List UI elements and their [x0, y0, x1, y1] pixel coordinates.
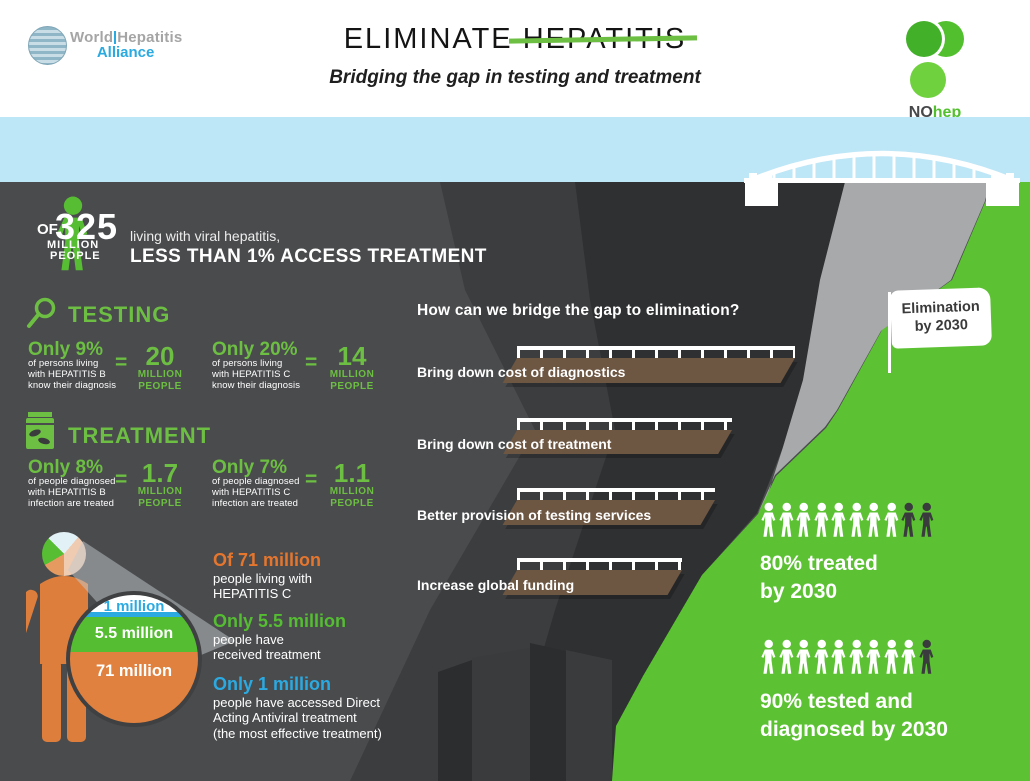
bridge-question: How can we bridge the gap to elimination… — [417, 302, 740, 319]
mini-pie-on-head — [42, 532, 86, 576]
plank-railing — [517, 418, 732, 430]
treatment-stat-desc: of people diagnosed with HEPATITIS C inf… — [212, 476, 300, 510]
treatment-heading: TREATMENT — [68, 423, 212, 448]
testing-stat-desc: of persons living with HEPATITIS C know … — [212, 358, 301, 392]
hero-people: PEOPLE — [50, 250, 101, 262]
plank-label: Better provision of testing services — [417, 507, 652, 523]
person-icon — [901, 502, 916, 537]
nohep-logo: NOhep — [896, 21, 974, 122]
person-icon — [848, 502, 863, 537]
pie-label-1m: 1 million — [103, 598, 165, 615]
hero-line2: LESS THAN 1% ACCESS TREATMENT — [130, 246, 487, 267]
tested-target-label: 90% tested and diagnosed by 2030 — [760, 690, 948, 741]
plank-label: Bring down cost of diagnostics — [417, 364, 626, 380]
equals-sign: = — [305, 351, 318, 374]
plank-railing — [517, 488, 715, 500]
rock-striation — [566, 650, 612, 781]
testing-stat-desc: of persons living with HEPATITIS B know … — [28, 358, 117, 392]
treatment-stat-value: 1.1 MILLION PEOPLE — [329, 458, 375, 509]
hepc-head-1m: Only 1 million — [213, 674, 332, 694]
plank-label: Bring down cost of treatment — [417, 436, 612, 452]
hepc-head-71m: Of 71 million — [213, 550, 322, 570]
plank-railing — [517, 346, 795, 358]
person-icon — [866, 502, 881, 537]
treated-target-label: 80% treated by 2030 — [760, 552, 878, 603]
nohep-wordmark: NOhep — [908, 104, 962, 121]
testing-stat-value: 20 MILLION PEOPLE — [137, 341, 183, 392]
sky-band — [0, 117, 1030, 182]
person-icon — [831, 502, 846, 537]
person-icon — [761, 502, 776, 537]
rock-striation — [438, 660, 472, 781]
hepc-body-5-5m: people have received treatment — [213, 632, 321, 663]
rock-striation — [472, 648, 530, 781]
hero-million: MILLION — [47, 239, 100, 251]
rock-striation — [530, 643, 566, 781]
person-icon — [918, 502, 933, 537]
page-subtitle: Bridging the gap in testing and treatmen… — [329, 67, 701, 88]
person-icon — [778, 639, 793, 674]
person-icon — [796, 639, 811, 674]
pie-label-71m: 71 million — [95, 662, 173, 680]
testing-stat-pct: Only 20% — [212, 339, 298, 360]
elimination-flag: Elimination by 2030 — [890, 287, 992, 349]
equals-sign: = — [115, 351, 128, 374]
person-icon — [813, 502, 828, 537]
person-icon — [883, 639, 898, 674]
flag-pole — [888, 292, 891, 373]
hero-line1: living with viral hepatitis, — [130, 228, 281, 244]
hepc-body-1m: people have accessed Direct Acting Antiv… — [213, 695, 382, 741]
person-icon — [761, 639, 776, 674]
page-title: ELIMINATE HEPATITIS — [343, 23, 687, 55]
pill-jar-icon — [26, 412, 54, 449]
equals-sign: = — [115, 468, 128, 491]
treatment-stat-pct: Only 7% — [212, 457, 287, 478]
wha-globe-icon — [28, 26, 67, 65]
pie-label-5-5m: 5.5 million — [94, 625, 174, 642]
strikethrough-word: HEPATITIS — [522, 23, 687, 55]
magnifier-icon — [27, 297, 56, 328]
testing-stat-value: 14 MILLION PEOPLE — [329, 341, 375, 392]
title-block: ELIMINATE HEPATITIS Bridging the gap in … — [0, 24, 1030, 89]
testing-stat-pct: Only 9% — [28, 339, 103, 360]
plank-railing — [517, 558, 682, 570]
plank-label: Increase global funding — [417, 577, 575, 593]
person-icon — [866, 639, 881, 674]
hepc-head-5-5m: Only 5.5 million — [213, 611, 347, 631]
wha-logo-line2: Alliance — [96, 44, 155, 61]
person-icon — [831, 639, 846, 674]
hepc-body-71m: people living with HEPATITIS C — [213, 571, 313, 602]
hero-number: 325 — [55, 206, 119, 247]
nohep-circles-icon — [896, 21, 974, 103]
person-icon — [918, 639, 933, 674]
person-icon — [901, 639, 916, 674]
arch-bridge-icon — [744, 150, 1020, 206]
treatment-stat-desc: of people diagnosed with HEPATITIS B inf… — [28, 476, 116, 510]
person-icon — [813, 639, 828, 674]
person-icon — [883, 502, 898, 537]
equals-sign: = — [305, 468, 318, 491]
cascade-pie-chart: 1 million 5.5 million 71 million — [66, 591, 202, 727]
testing-heading: TESTING — [68, 302, 171, 327]
treatment-stat-value: 1.7 MILLION PEOPLE — [137, 458, 183, 509]
person-icon — [796, 502, 811, 537]
pictogram-row-treated — [760, 497, 935, 543]
treatment-stat-pct: Only 8% — [28, 457, 103, 478]
wha-divider-bar — [114, 31, 117, 44]
pictogram-row-tested — [760, 634, 935, 680]
person-icon — [778, 502, 793, 537]
hero-of: OF — [37, 221, 58, 238]
person-icon — [848, 639, 863, 674]
